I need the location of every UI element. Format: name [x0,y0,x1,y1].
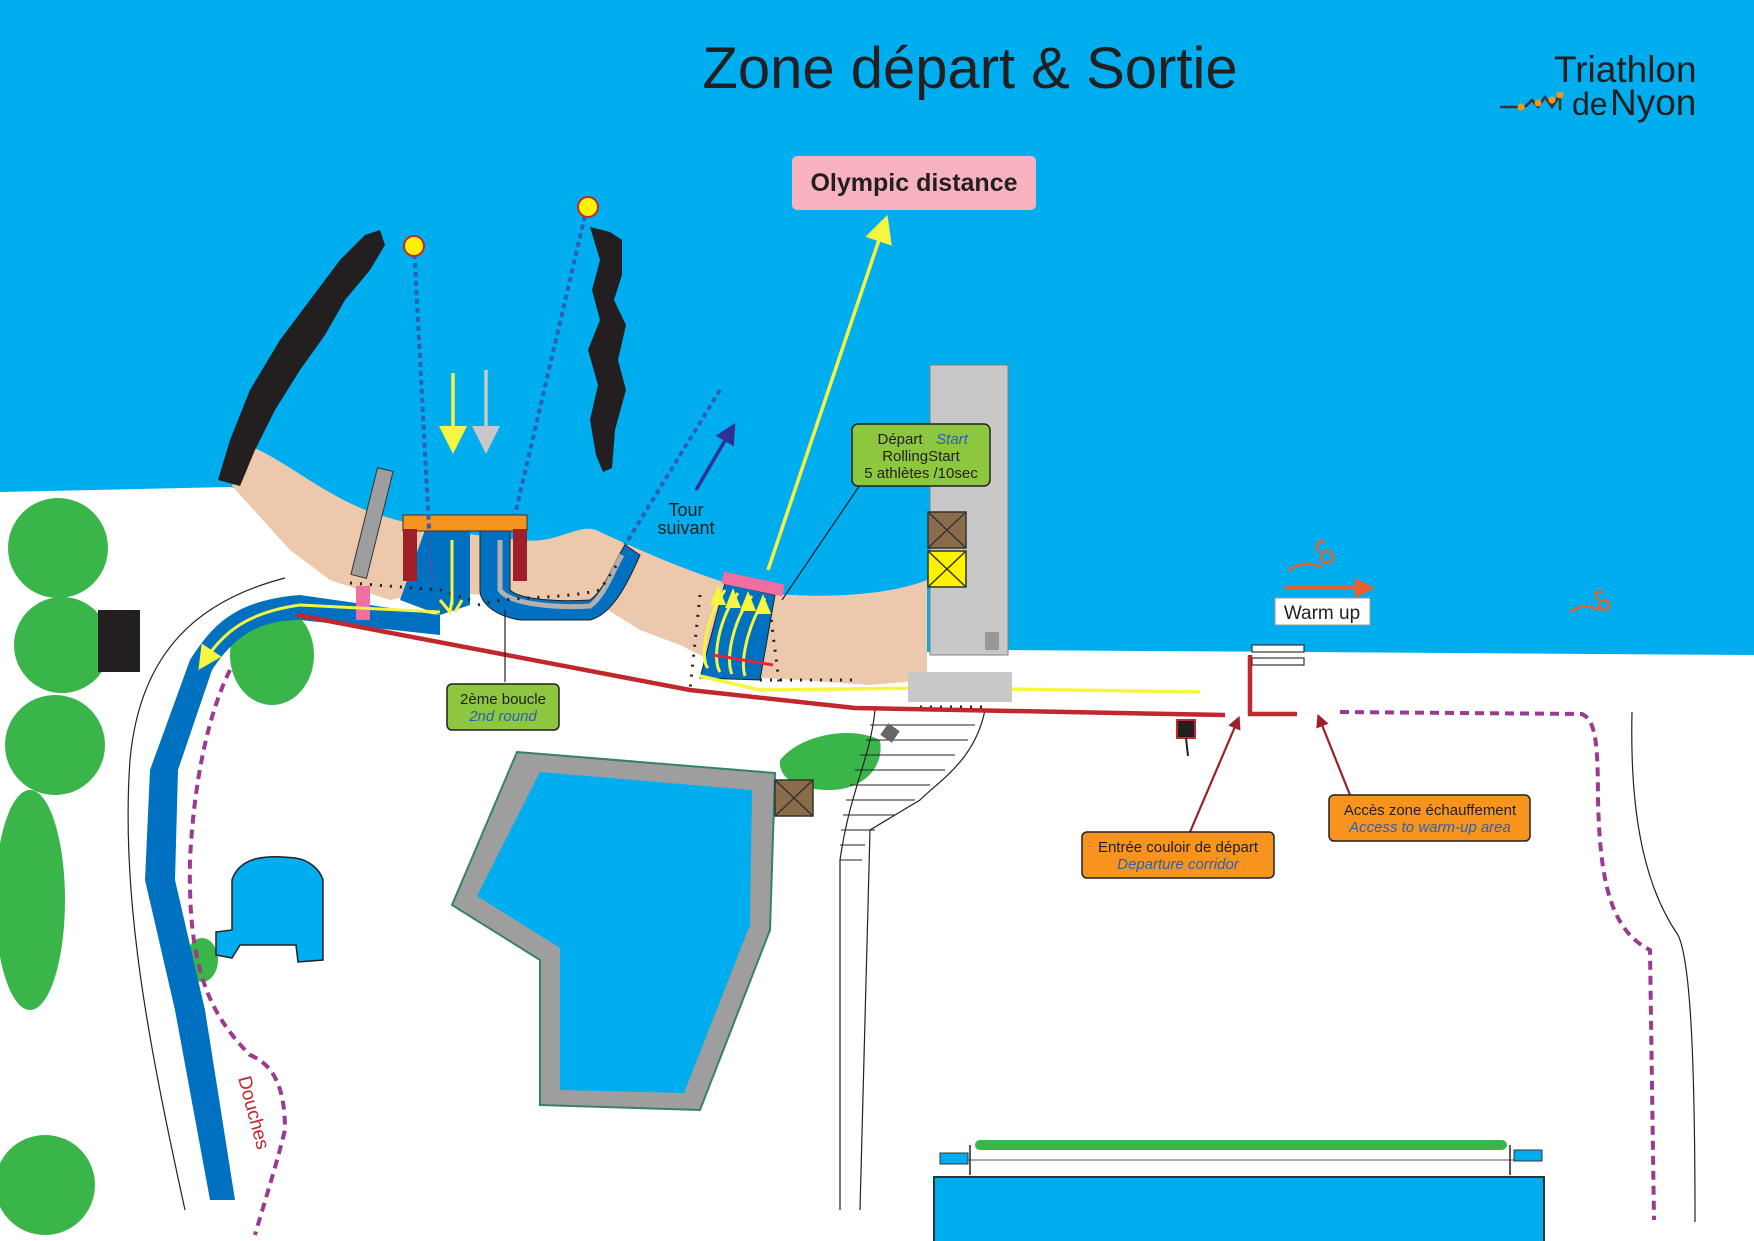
svg-text:Start: Start [936,431,969,448]
sign-post [1176,719,1196,739]
svg-text:Departure corridor: Departure corridor [1117,856,1240,873]
exit-ramp [350,467,394,579]
svg-text:Triathlon: Triathlon [1554,49,1697,90]
next-lap-label: Tour [668,500,703,520]
start-arch-top [402,514,528,532]
svg-text:Nyon: Nyon [1610,82,1696,123]
start-label: Départ Start RollingStart 5 athlètes /10… [851,423,991,487]
warmup-access-label: Accès zone échauffement Access to warm-u… [1328,794,1531,842]
buoy-icon [403,235,425,257]
road-edge-left [127,577,286,1211]
pier-steps [985,632,999,650]
route-red [296,612,1226,718]
olympic-course-arrow [766,214,892,571]
swim-course-lines [412,206,722,586]
grandstand-line [975,1140,1507,1150]
pier [929,364,1009,656]
buoy-icon [577,196,599,218]
svg-text:5 athlètes /10sec: 5 athlètes /10sec [864,465,978,482]
showers-label: Douches [233,1074,273,1152]
swimmer-icon [1287,540,1335,573]
stairs [839,709,986,1211]
warmup-gate [1247,655,1297,717]
stadium-pool [933,1176,1545,1241]
breakwater-left [218,230,385,486]
page-title: Zone départ & Sortie [702,36,1237,101]
triathlon-nyon-logo: Triathlon de Nyon [1500,49,1697,123]
svg-text:2ème boucle: 2ème boucle [460,691,546,708]
svg-text:Warm up: Warm up [1284,603,1360,624]
breakwater-right [588,227,626,472]
warmup-label: Warm up [1274,597,1371,626]
svg-text:suivant: suivant [657,518,714,538]
svg-text:Départ: Départ [877,431,923,448]
svg-text:Olympic distance: Olympic distance [810,169,1017,197]
swimmer-icon [1569,590,1611,614]
dashed-path-right [1339,710,1656,1221]
athlete-path-yellow [699,674,1201,694]
fences [349,559,985,709]
svg-text:2nd round: 2nd round [468,708,537,725]
second-round-label: 2ème boucle 2nd round [446,683,560,731]
swim-exit-marker [356,586,370,620]
small-pond [215,855,324,963]
trees-left [0,498,881,1235]
departure-corridor-label: Entrée couloir de départ Departure corri… [1081,831,1275,879]
olympic-distance-label: Olympic distance [792,156,1036,210]
start-arrows [710,585,771,614]
svg-text:RollingStart: RollingStart [882,448,960,465]
dashed-path-left [187,669,288,1236]
building-block [98,610,140,672]
svg-text:Accès zone échauffement: Accès zone échauffement [1344,802,1517,819]
svg-text:Access to warm-up area: Access to warm-up area [1348,819,1511,836]
svg-text:Entrée couloir de départ: Entrée couloir de départ [1098,839,1259,856]
lake-leman [0,0,1754,655]
svg-text:de: de [1572,86,1608,122]
landing-area [908,672,1012,702]
arrow-icon [694,422,736,491]
